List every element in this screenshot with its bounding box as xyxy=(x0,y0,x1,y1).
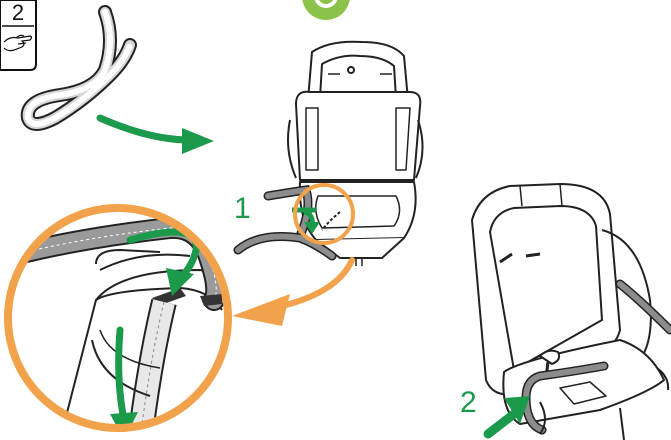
booster-seat-illustration xyxy=(288,42,423,266)
zoom-detail-circle xyxy=(0,200,240,440)
arrow-strap-to-seat xyxy=(100,118,214,154)
label-route-step: 1 xyxy=(234,194,251,224)
vehicle-seat-illustration xyxy=(472,184,668,440)
arrow-zoom-pointer xyxy=(232,260,352,326)
step-badge-circle xyxy=(302,0,350,20)
strap-illustration xyxy=(28,12,130,124)
step-number: 2 xyxy=(4,0,32,26)
label-clip-step: 2 xyxy=(460,388,477,418)
step-number-box: 2 xyxy=(0,0,36,70)
